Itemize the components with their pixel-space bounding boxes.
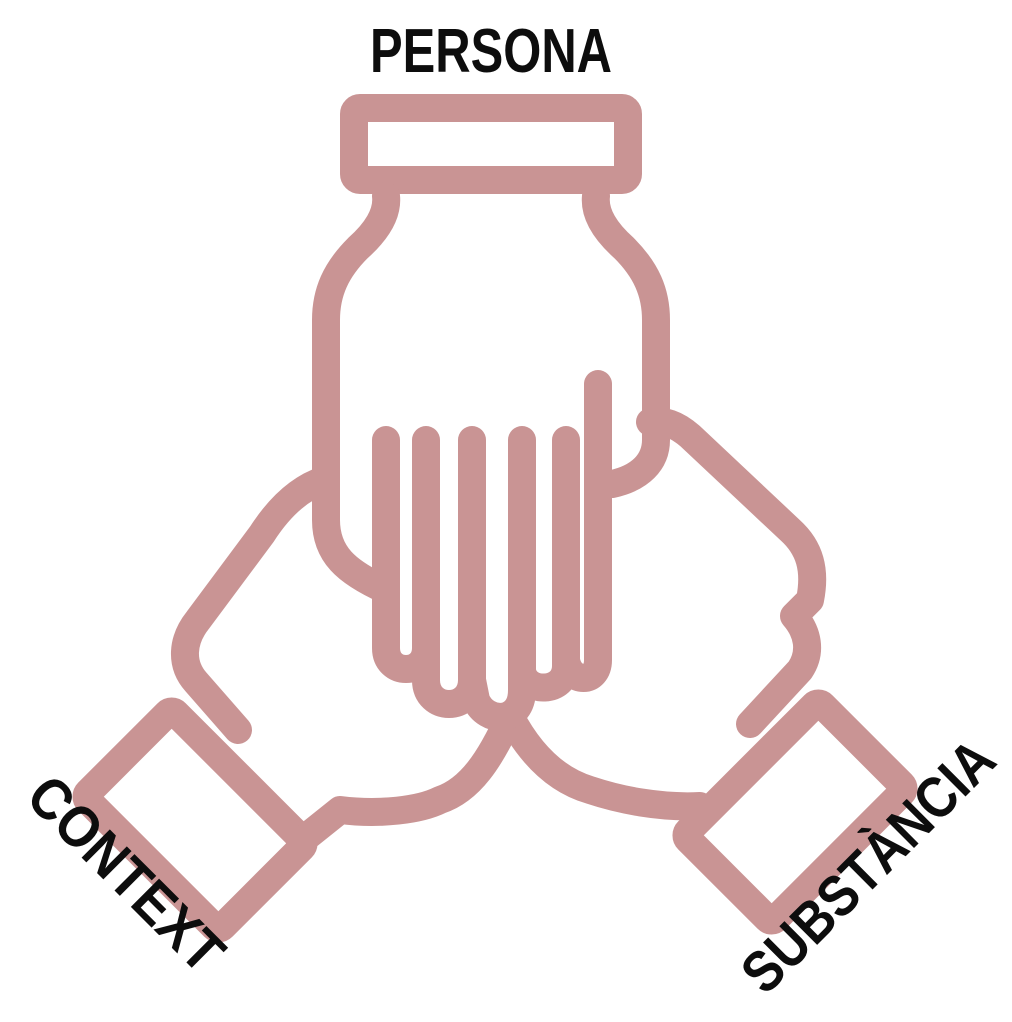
left-hand-outline-icon [170,466,524,856]
center-palm-outline-icon [312,182,670,604]
right-cuff-icon [672,689,918,935]
center-fingers-icon [372,370,612,731]
label-context: CONTEXT [14,763,237,986]
center-cuff-icon [340,94,642,194]
left-cuff-icon [72,697,318,943]
label-persona: PERSONA [370,17,612,86]
right-hand-icon [496,407,918,935]
right-hand-outline-icon [496,407,827,821]
three-hands-stacked-icon [72,94,918,943]
center-hand-icon [312,94,670,731]
left-hand-icon [72,466,524,943]
